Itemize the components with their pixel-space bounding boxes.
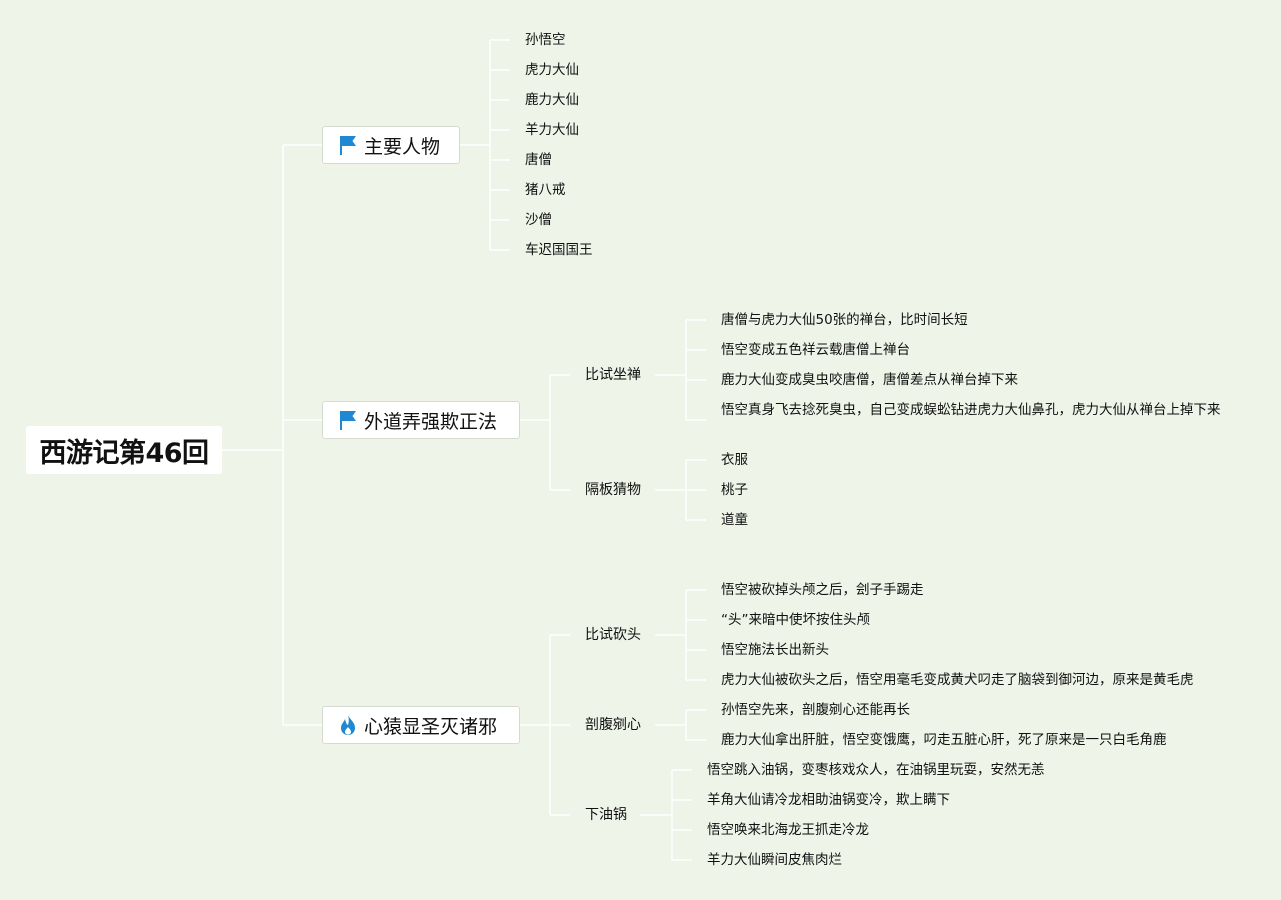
- subtopic[interactable]: 比试砍头: [585, 627, 641, 643]
- leaf-item[interactable]: 唐僧: [525, 152, 552, 168]
- leaf-item[interactable]: 悟空施法长出新头: [721, 642, 829, 658]
- leaf-item[interactable]: 悟空唤来北海龙王抓走冷龙: [707, 822, 869, 838]
- main-topic-characters[interactable]: 主要人物: [322, 126, 460, 164]
- subtopic[interactable]: 剖腹剜心: [585, 717, 641, 733]
- flag-icon: [337, 134, 359, 156]
- main-topic-label: 心猿显圣灭诸邪: [364, 715, 498, 738]
- subtopic[interactable]: 下油锅: [585, 807, 627, 823]
- main-topic-heresy[interactable]: 外道弄强欺正法: [322, 401, 520, 439]
- leaf-item[interactable]: 衣服: [721, 452, 748, 468]
- leaf-item[interactable]: 桃子: [721, 482, 748, 498]
- leaf-item[interactable]: 虎力大仙被砍头之后，悟空用毫毛变成黄犬叼走了脑袋到御河边，原来是黄毛虎: [721, 672, 1194, 688]
- leaf-item[interactable]: 猪八戒: [525, 182, 566, 198]
- main-topic-label: 主要人物: [364, 135, 441, 158]
- leaf-item[interactable]: 唐僧与虎力大仙50张的禅台，比时间长短: [721, 312, 968, 328]
- subtopic[interactable]: 隔板猜物: [585, 482, 641, 498]
- leaf-item[interactable]: 鹿力大仙: [525, 92, 579, 108]
- leaf-item[interactable]: 悟空变成五色祥云载唐僧上禅台: [721, 342, 910, 358]
- leaf-item[interactable]: “头”来暗中使坏按住头颅: [721, 612, 870, 628]
- leaf-item[interactable]: 沙僧: [525, 212, 552, 228]
- leaf-item[interactable]: 鹿力大仙变成臭虫咬唐僧，唐僧差点从禅台掉下来: [721, 372, 1018, 388]
- leaf-item[interactable]: 悟空被砍掉头颅之后，刽子手踢走: [721, 582, 924, 598]
- leaf-item[interactable]: 鹿力大仙拿出肝脏，悟空变饿鹰，叼走五脏心肝，死了原来是一只白毛角鹿: [721, 732, 1167, 748]
- leaf-item[interactable]: 孙悟空先来，剖腹剜心还能再长: [721, 702, 910, 718]
- leaf-item[interactable]: 虎力大仙: [525, 62, 579, 78]
- leaf-item[interactable]: 车迟国国王: [525, 242, 593, 258]
- leaf-item[interactable]: 羊力大仙: [525, 122, 579, 138]
- flag-icon: [337, 409, 359, 431]
- fire-icon: [337, 714, 359, 736]
- root-topic[interactable]: 西游记第46回: [26, 426, 222, 474]
- main-topic-label: 外道弄强欺正法: [364, 410, 498, 433]
- leaf-item[interactable]: 悟空真身飞去捻死臭虫，自己变成蜈蚣钻进虎力大仙鼻孔，虎力大仙从禅台上掉下来: [721, 402, 1221, 418]
- leaf-item[interactable]: 羊角大仙请冷龙相助油锅变冷，欺上瞒下: [707, 792, 950, 808]
- leaf-item[interactable]: 羊力大仙瞬间皮焦肉烂: [707, 852, 842, 868]
- leaf-item[interactable]: 孙悟空: [525, 32, 566, 48]
- leaf-item[interactable]: 悟空跳入油锅，变枣核戏众人，在油锅里玩耍，安然无恙: [707, 762, 1045, 778]
- leaf-item[interactable]: 道童: [721, 512, 748, 528]
- subtopic[interactable]: 比试坐禅: [585, 367, 641, 383]
- main-topic-monkey[interactable]: 心猿显圣灭诸邪: [322, 706, 520, 744]
